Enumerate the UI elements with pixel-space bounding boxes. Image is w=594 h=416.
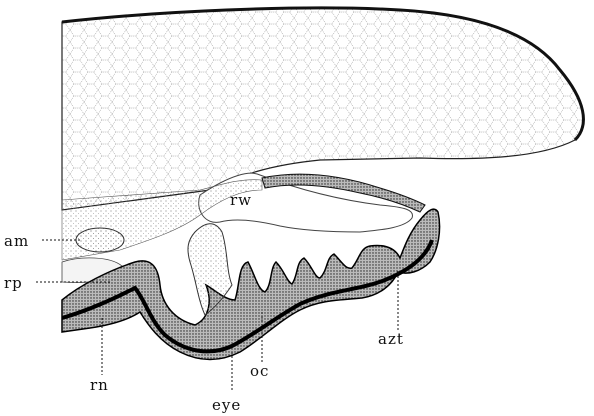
label-rp: rp	[4, 274, 23, 292]
label-rw: rw	[230, 191, 252, 209]
label-am: am	[4, 232, 29, 250]
amnion-structure	[76, 228, 124, 252]
label-oc: oc	[250, 362, 269, 380]
label-azt: azt	[378, 330, 404, 348]
label-eye: eye	[212, 396, 241, 414]
label-rn: rn	[90, 376, 109, 394]
